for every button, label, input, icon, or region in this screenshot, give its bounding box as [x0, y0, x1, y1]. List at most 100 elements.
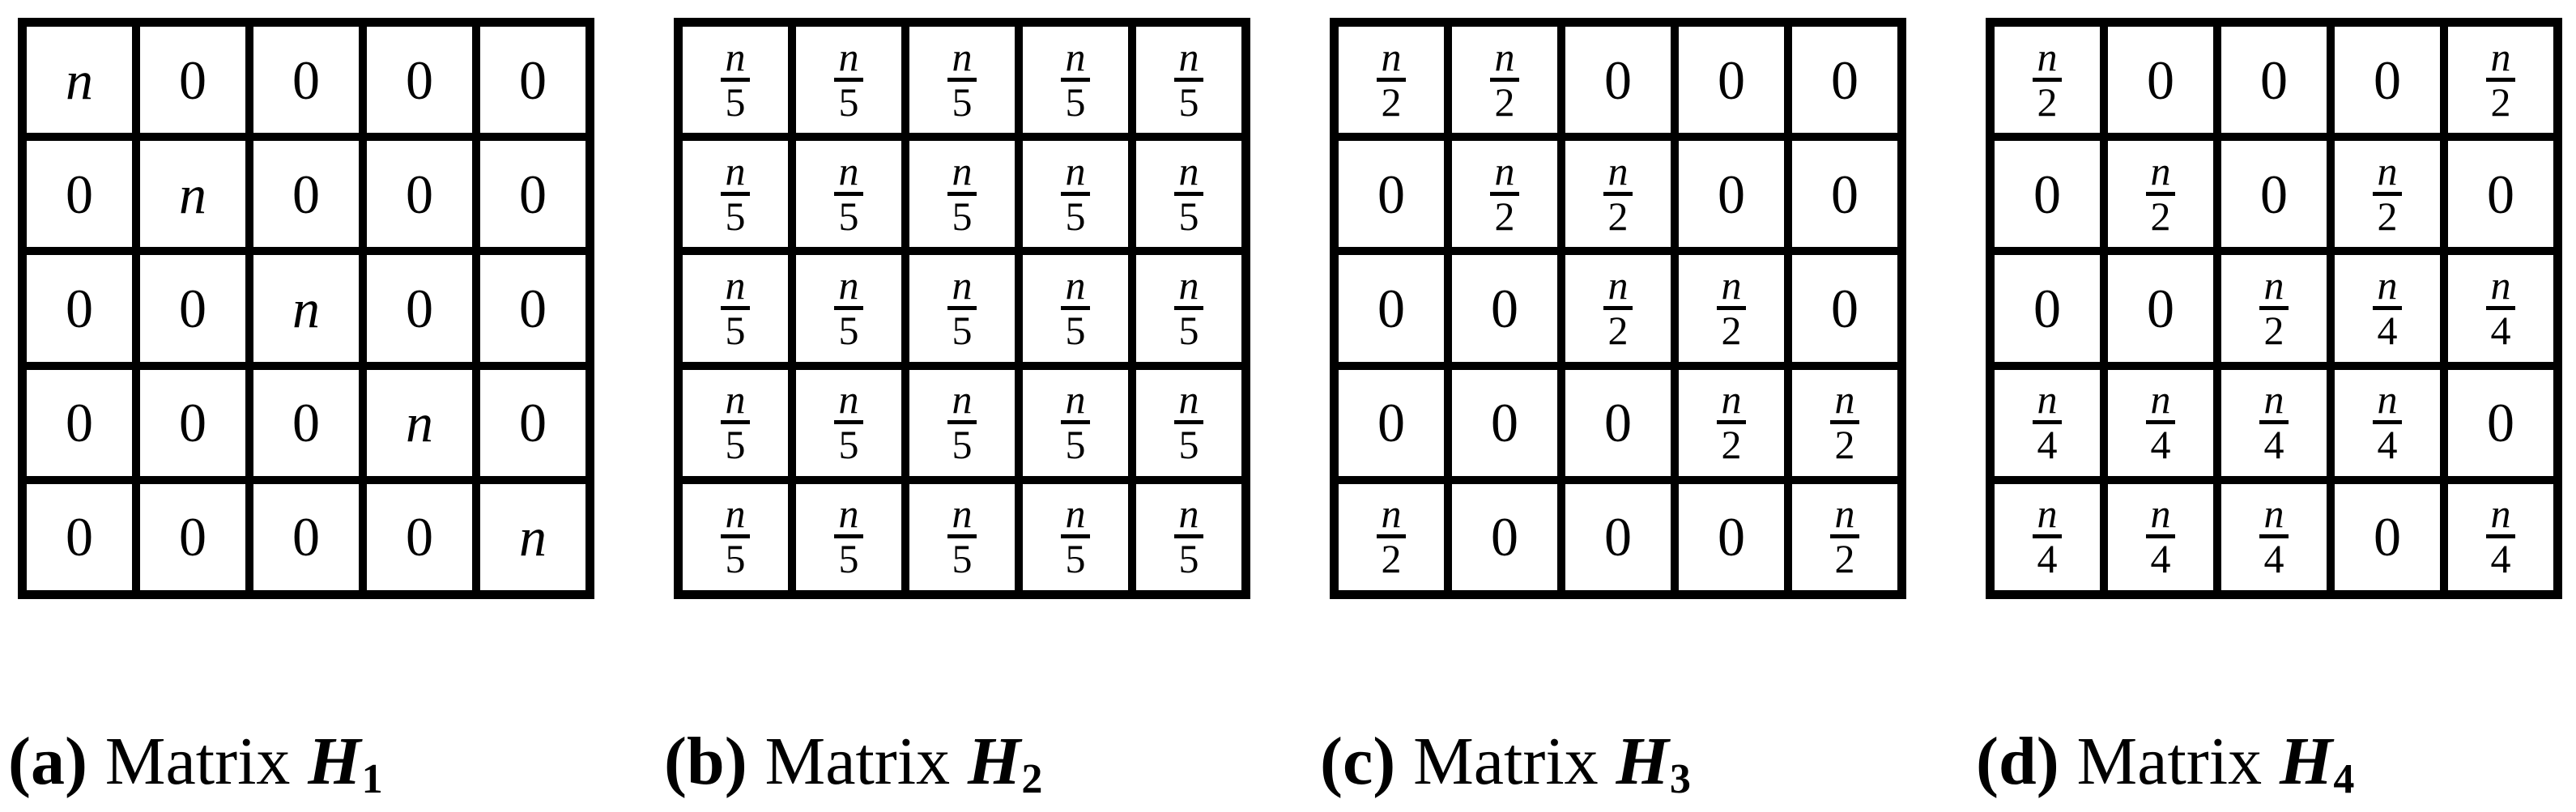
- fraction-bar: [2486, 305, 2515, 310]
- fraction-denominator: 4: [2263, 536, 2284, 582]
- fraction-denominator: 2: [1381, 79, 1402, 125]
- matrix-cell-r2c1: 0: [27, 141, 132, 248]
- fraction-bar: [2259, 420, 2289, 425]
- zero-value: 0: [66, 277, 93, 339]
- matrix-cell-r4c5: 0: [2448, 369, 2553, 476]
- fraction-bar: [2146, 420, 2175, 425]
- fraction-denominator: 4: [2150, 422, 2171, 468]
- fraction-numerator: n: [1494, 33, 1515, 79]
- zero-value: 0: [292, 49, 320, 111]
- zero-value: 0: [66, 163, 93, 225]
- fraction-denominator: 5: [1178, 79, 1199, 125]
- caption-subscript: 4: [2333, 756, 2355, 803]
- matrix-cell-r2c5: 0: [2448, 141, 2553, 248]
- zero-value: 0: [1718, 163, 1745, 225]
- fraction-denominator: 2: [2490, 79, 2511, 125]
- fraction-numerator: n: [1178, 147, 1199, 193]
- matrix-cell-r1c5: 0: [480, 27, 585, 134]
- matrix-cell-r5c2: 0: [140, 483, 245, 590]
- fraction-numerator: n: [1065, 33, 1086, 79]
- fraction-bar: [1717, 305, 1746, 310]
- fraction-bar: [1061, 420, 1090, 425]
- fraction-numerator: n: [838, 147, 859, 193]
- matrix-cell-r1c1: n: [27, 27, 132, 134]
- fraction-denominator: 5: [838, 79, 859, 125]
- zero-value: 0: [2260, 49, 2288, 111]
- matrix-cell-r1c5: 0: [1792, 27, 1897, 134]
- fraction-denominator: 5: [838, 193, 859, 239]
- fraction-denominator: 5: [952, 79, 973, 125]
- fraction-bar: [947, 305, 977, 310]
- fraction-bar: [1377, 534, 1406, 539]
- fraction-denominator: 5: [1065, 422, 1086, 468]
- fraction-bar: [834, 191, 863, 196]
- matrix-cell-r5c4: 0: [1679, 483, 1784, 590]
- fraction-numerator: n: [725, 147, 746, 193]
- fraction-numerator: n: [2150, 491, 2171, 537]
- fraction-denominator: 5: [1065, 536, 1086, 582]
- fraction-numerator: n: [952, 376, 973, 423]
- zero-value: 0: [1831, 277, 1859, 339]
- fraction-denominator: 5: [838, 307, 859, 353]
- zero-value: 0: [406, 49, 433, 111]
- zero-value: 0: [406, 277, 433, 339]
- matrix-cell-r3c2: 0: [1452, 255, 1557, 362]
- fraction-bar: [2033, 534, 2062, 539]
- zero-value: 0: [179, 49, 207, 111]
- fraction-denominator: 5: [1178, 193, 1199, 239]
- fraction-denominator: 5: [838, 422, 859, 468]
- matrix-cell-r4c5: 0: [480, 369, 585, 476]
- fraction-bar: [1174, 534, 1203, 539]
- fraction-bar: [834, 534, 863, 539]
- fraction-bar: [2259, 534, 2289, 539]
- caption-word: Matrix: [2076, 724, 2263, 799]
- fraction-bar: [2373, 420, 2402, 425]
- fraction-numerator: n: [838, 33, 859, 79]
- fraction-bar: [1490, 191, 1519, 196]
- zero-value: 0: [1718, 506, 1745, 568]
- zero-value: 0: [292, 506, 320, 568]
- fraction-bar: [721, 305, 750, 310]
- fraction-numerator: n: [1065, 147, 1086, 193]
- zero-value: 0: [1491, 506, 1518, 568]
- matrix-cell-r3c2: 0: [2108, 255, 2213, 362]
- zero-value: 0: [519, 277, 547, 339]
- zero-value: 0: [406, 163, 433, 225]
- fraction-denominator: 2: [1721, 422, 1742, 468]
- zero-value: 0: [1831, 163, 1859, 225]
- fraction-numerator: n: [1178, 33, 1199, 79]
- fraction-denominator: 2: [2377, 193, 2398, 239]
- zero-value: 0: [2374, 49, 2401, 111]
- matrix-cell-r2c1: 0: [1339, 141, 1444, 248]
- fraction-numerator: n: [2377, 376, 2398, 423]
- caption-index: (a): [8, 724, 87, 799]
- zero-value: 0: [66, 506, 93, 568]
- fraction-denominator: 2: [2150, 193, 2171, 239]
- fraction-bar: [2033, 77, 2062, 82]
